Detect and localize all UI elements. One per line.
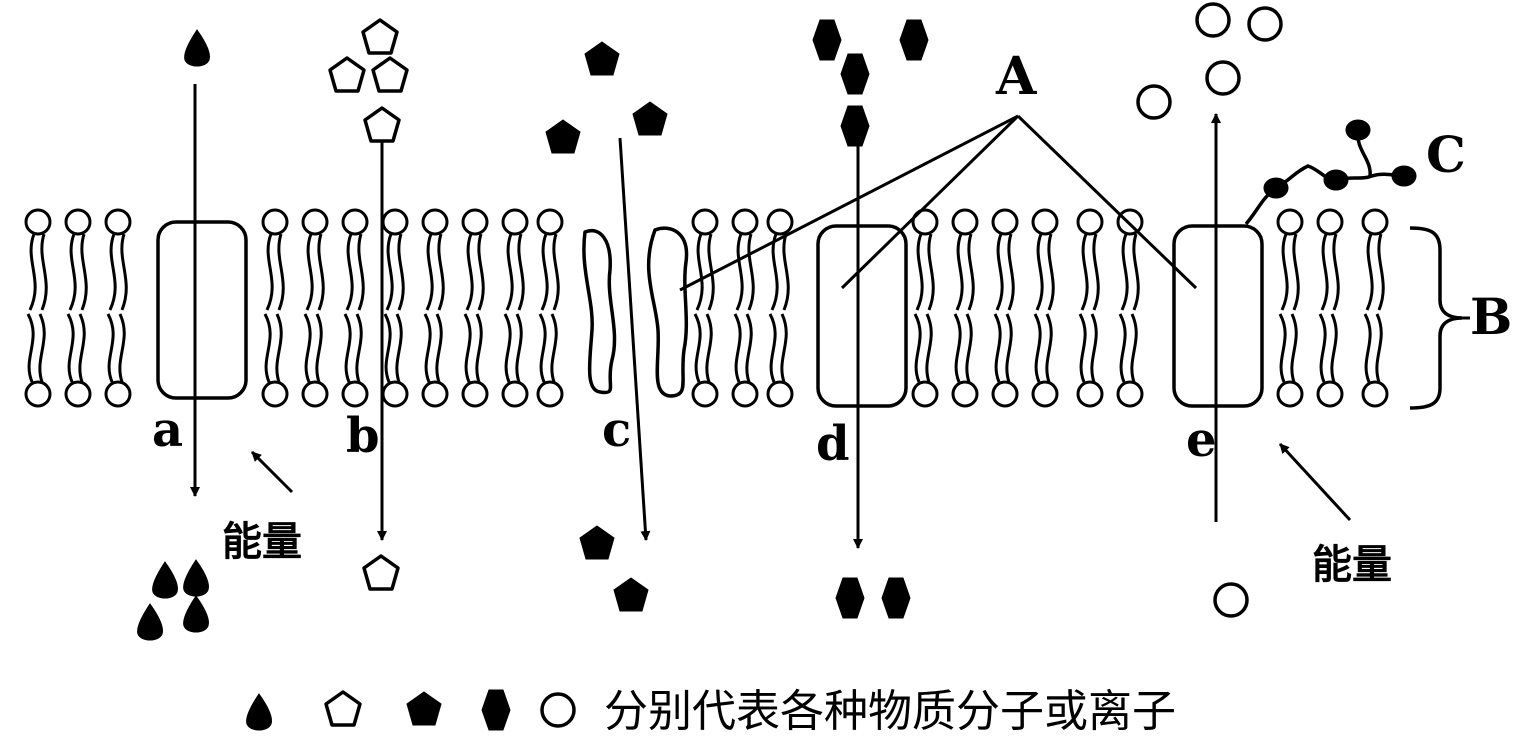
transport-arrow-c [618,137,651,541]
legend: 分别代表各种物质分子或离子 [246,686,1176,737]
molecules-c [545,41,668,612]
legend-text: 分别代表各种物质分子或离子 [604,686,1176,737]
bilayer-bracket [1409,226,1463,410]
channel-protein-left-wall [582,228,617,395]
legend-hollow-pentagon-icon [324,690,362,727]
legend-solid-hexagon-icon [481,689,511,731]
label-c: c [602,402,631,458]
label-A: A [995,46,1037,107]
carrier-protein-e [1172,224,1264,408]
label-C: C [1426,125,1466,184]
energy-label-left: 能量 [222,518,302,565]
energy-label-right: 能量 [1312,541,1392,588]
energy-arrow-left [250,450,294,494]
legend-hollow-circle-icon [540,692,576,728]
label-B: B [1470,287,1512,346]
carrier-protein-a [156,220,248,400]
molecules-a [137,29,210,641]
legend-drop-icon [246,693,272,731]
label-e: e [1186,412,1217,468]
carrier-protein-d [816,224,908,408]
energy-arrow-right [1278,442,1352,522]
molecules-e [1136,2,1283,618]
label-b: b [346,408,380,464]
molecules-d [812,19,929,619]
label-d: d [816,416,850,472]
legend-solid-pentagon-icon [406,691,442,726]
molecules-b [328,18,409,591]
channel-protein-right-wall [646,226,689,398]
label-A-pointers [679,114,1198,292]
lipid-bilayer [24,208,1389,408]
glycoprotein-chain [1244,119,1417,226]
label-a: a [152,402,183,458]
